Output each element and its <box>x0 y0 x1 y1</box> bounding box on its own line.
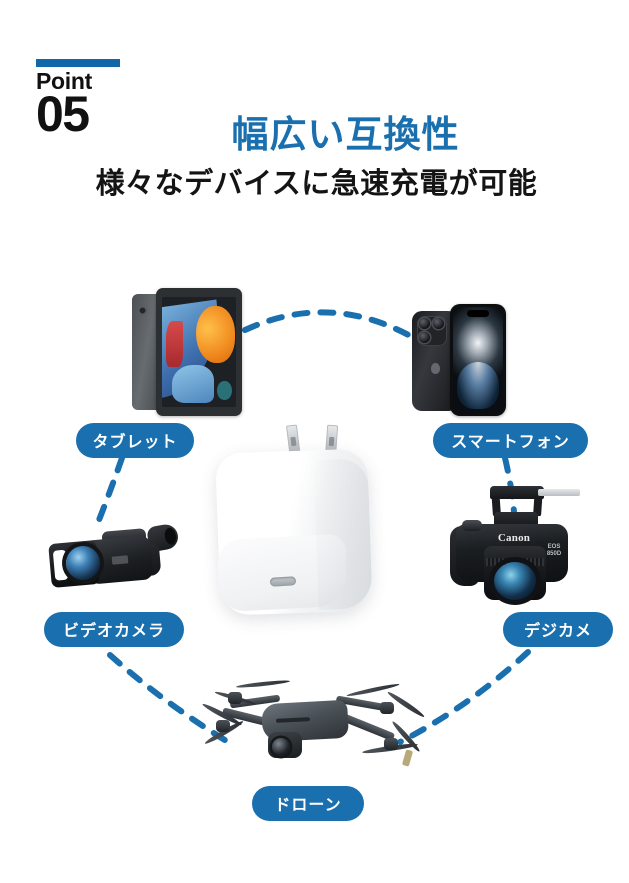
page-subtitle: 様々なデバイスに急速充電が可能 <box>95 168 538 200</box>
drone-landing-leg <box>401 749 414 767</box>
tablet-front <box>156 288 242 416</box>
point-badge-bar <box>36 59 120 67</box>
tablet-wallpaper-shape-teal <box>216 380 232 401</box>
page-title: 幅広い互換性 <box>231 114 460 155</box>
point-badge-number: 05 <box>36 86 90 143</box>
device-label-camcorder: ビデオカメラ <box>44 612 184 647</box>
drone-icon <box>201 678 426 774</box>
drone-motor <box>216 720 230 732</box>
smartphone-lens <box>419 318 430 329</box>
tablet-wallpaper-shape-orange <box>196 305 235 363</box>
drone-camera-lens <box>272 738 290 756</box>
drone-motor <box>384 738 398 750</box>
arc-dslr-to-drone <box>397 649 531 745</box>
drone-propeller <box>235 679 291 689</box>
camcorder-badge <box>111 555 129 565</box>
smartphone-lens <box>433 318 444 329</box>
smartphone-icon <box>412 304 506 416</box>
dslr-camera-icon: Canon EOS 850D <box>448 486 580 612</box>
tablet-wallpaper-shape-lightblue <box>172 365 214 403</box>
arc-tablet-to-camcorder <box>96 455 125 523</box>
dslr-mode-dial <box>462 520 482 531</box>
smartphone-front <box>450 304 506 416</box>
charger-side-shading <box>313 458 373 610</box>
tablet-icon <box>132 288 242 416</box>
camcorder-icon <box>48 512 180 604</box>
arc-tablet-to-phone <box>242 309 417 341</box>
point-badge: Point 05 <box>36 59 124 143</box>
dslr-model-label: EOS 850D <box>546 544 562 557</box>
smartphone-camera-module-icon <box>417 316 447 346</box>
usb-c-power-adapter-icon <box>212 424 402 625</box>
smartphone-lens <box>419 332 430 343</box>
device-label-smartphone: スマートフォン <box>433 423 588 458</box>
smartphone-logo-icon <box>431 363 440 374</box>
device-label-tablet: タブレット <box>76 423 194 458</box>
dslr-popup-flash <box>490 486 580 499</box>
charger-usb-c-port <box>269 576 297 587</box>
point-badge-label: Point <box>36 68 92 94</box>
smartphone-dynamic-island <box>467 310 489 317</box>
device-label-dslr: デジカメ <box>503 612 613 647</box>
dslr-brand-label: Canon <box>497 532 531 544</box>
smartphone-screen <box>453 307 503 413</box>
drone-motor <box>228 692 242 704</box>
tablet-camera-icon <box>138 306 147 315</box>
dslr-flash-tube <box>538 489 580 496</box>
tablet-screen <box>162 297 236 407</box>
tablet-wallpaper-shape-red <box>166 321 183 368</box>
dslr-lens-glass <box>494 562 536 600</box>
drone-motor <box>380 702 394 714</box>
device-label-drone: ドローン <box>252 786 364 821</box>
